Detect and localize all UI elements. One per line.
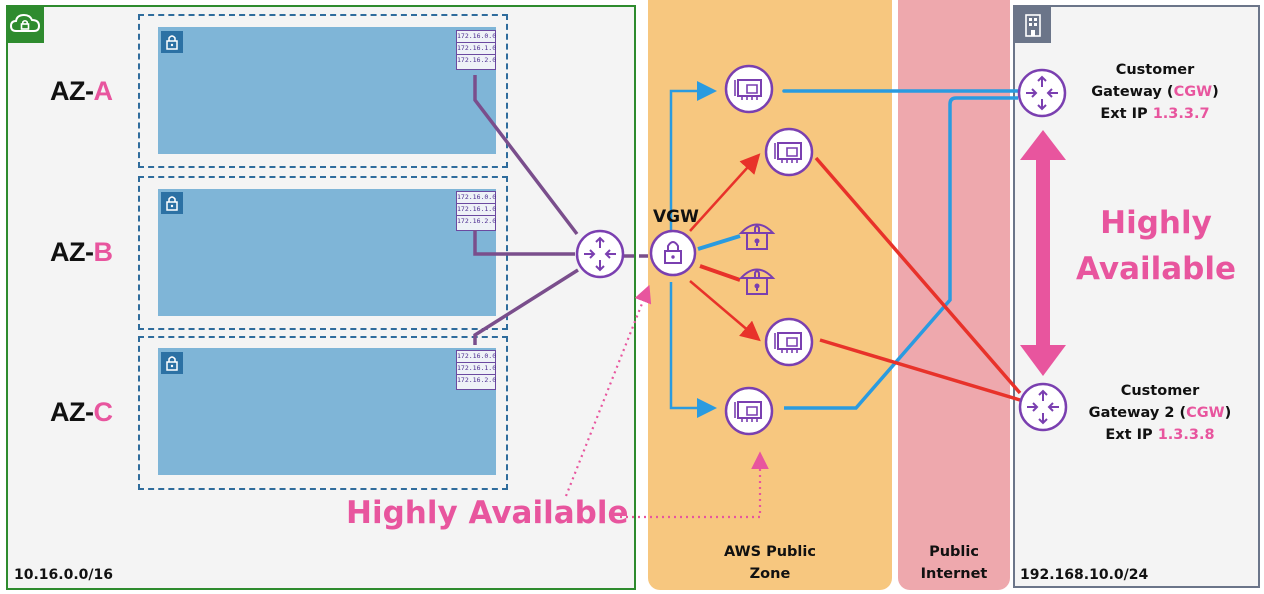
cgw1-paren: )	[1212, 84, 1219, 100]
purple-links	[473, 75, 648, 345]
public-internet-label: Public Internet	[898, 541, 1010, 585]
highly-available-bottom-label: Highly Available	[346, 495, 629, 531]
cgw1-ip: 1.3.3.7	[1152, 106, 1210, 122]
vpn-tunnel-lock-icon	[738, 268, 776, 295]
red-links	[699, 156, 1022, 402]
cgw2-paren: )	[1224, 405, 1232, 421]
aws-zone-line-2: Zone	[749, 566, 791, 582]
az-prefix: AZ-	[50, 237, 94, 267]
lock-icon	[161, 352, 183, 374]
cgw1-line-3: Ext IP 1.3.3.7	[1070, 103, 1240, 125]
route-entry: 172.16.0.0	[457, 31, 496, 43]
cloud-lock-icon	[6, 5, 44, 43]
az-letter: A	[93, 76, 113, 106]
az-c-box	[138, 336, 508, 490]
highly-available-right-label: Highly Available	[1060, 200, 1252, 292]
aws-zone-line-1: AWS Public	[724, 544, 816, 560]
az-b-label: AZ-B	[50, 237, 113, 268]
onprem-container	[1013, 5, 1260, 588]
building-icon	[1015, 7, 1051, 43]
route-entry: 172.16.1.0	[457, 363, 496, 375]
cgw2-line-3: Ext IP 1.3.3.8	[1075, 424, 1245, 446]
cgw1-line-2: Gateway (CGW)	[1070, 81, 1240, 103]
vpc-router-icon	[575, 229, 625, 279]
blue-arrows	[669, 81, 717, 418]
route-table-a: 172.16.0.0 172.16.1.0 172.16.2.0	[456, 30, 496, 70]
cgw1-abbrev: CGW	[1173, 84, 1213, 100]
ha-line-2: Available	[1075, 251, 1237, 287]
onprem-cidr-label: 192.168.10.0/24	[1020, 567, 1149, 583]
vpn-tunnel-lock-icon	[738, 223, 776, 250]
red-arrows	[689, 153, 761, 342]
aws-public-zone-label: AWS Public Zone	[648, 541, 892, 585]
route-entry: 172.16.0.0	[457, 351, 496, 363]
customer-gateway-1-label: Customer Gateway (CGW) Ext IP 1.3.3.7	[1070, 59, 1240, 125]
vpn-endpoint-icon	[724, 386, 774, 436]
subnet-a	[158, 27, 496, 154]
vgw-icon	[649, 229, 697, 277]
vgw-label: VGW	[653, 207, 699, 227]
vpn-endpoint-icon	[764, 317, 814, 367]
cgw2-line-2: Gateway 2 (CGW)	[1075, 402, 1245, 424]
pink-dotted-arrows	[564, 284, 769, 519]
blue-links	[697, 89, 1020, 410]
vpc-cidr-label: 10.16.0.0/16	[14, 567, 113, 583]
az-letter: B	[93, 237, 113, 267]
customer-gateway-2-label: Customer Gateway 2 (CGW) Ext IP 1.3.3.8	[1075, 380, 1245, 446]
subnet-c	[158, 348, 496, 475]
cgw1-ip-label: Ext IP	[1100, 106, 1153, 122]
cgw2-ip: 1.3.3.8	[1157, 427, 1215, 443]
az-prefix: AZ-	[50, 76, 94, 106]
vpn-endpoint-icon	[724, 64, 774, 114]
az-c-label: AZ-C	[50, 397, 113, 428]
route-table-b: 172.16.0.0 172.16.1.0 172.16.2.0	[456, 191, 496, 231]
double-arrow	[1020, 130, 1066, 376]
cgw1-line-1: Customer	[1115, 62, 1195, 78]
cgw2-ip-label: Ext IP	[1105, 427, 1158, 443]
lock-icon	[161, 31, 183, 53]
route-entry: 172.16.2.0	[457, 376, 497, 384]
lock-icon	[161, 192, 183, 214]
az-prefix: AZ-	[50, 397, 94, 427]
cgw1-text: Gateway (	[1091, 84, 1174, 100]
az-a-label: AZ-A	[50, 76, 113, 107]
route-table-c: 172.16.0.0 172.16.1.0 172.16.2.0	[456, 350, 496, 390]
az-a-box	[138, 14, 508, 168]
customer-gateway-1-icon	[1017, 68, 1067, 118]
route-entry: 172.16.1.0	[457, 204, 496, 216]
subnet-b	[158, 189, 496, 316]
route-entry: 172.16.0.0	[457, 192, 496, 204]
route-entry: 172.16.2.0	[457, 217, 497, 225]
internet-line-2: Internet	[920, 566, 988, 582]
route-entry: 172.16.1.0	[457, 43, 496, 55]
vpn-endpoint-icon	[764, 127, 814, 177]
route-entry: 172.16.2.0	[457, 56, 497, 64]
cgw2-text: Gateway 2 (	[1088, 405, 1187, 421]
cgw2-abbrev: CGW	[1186, 405, 1225, 421]
az-letter: C	[93, 397, 113, 427]
internet-line-1: Public	[929, 544, 979, 560]
ha-line-1: Highly	[1100, 205, 1212, 241]
customer-gateway-2-icon	[1018, 382, 1068, 432]
cgw2-line-1: Customer	[1120, 383, 1200, 399]
